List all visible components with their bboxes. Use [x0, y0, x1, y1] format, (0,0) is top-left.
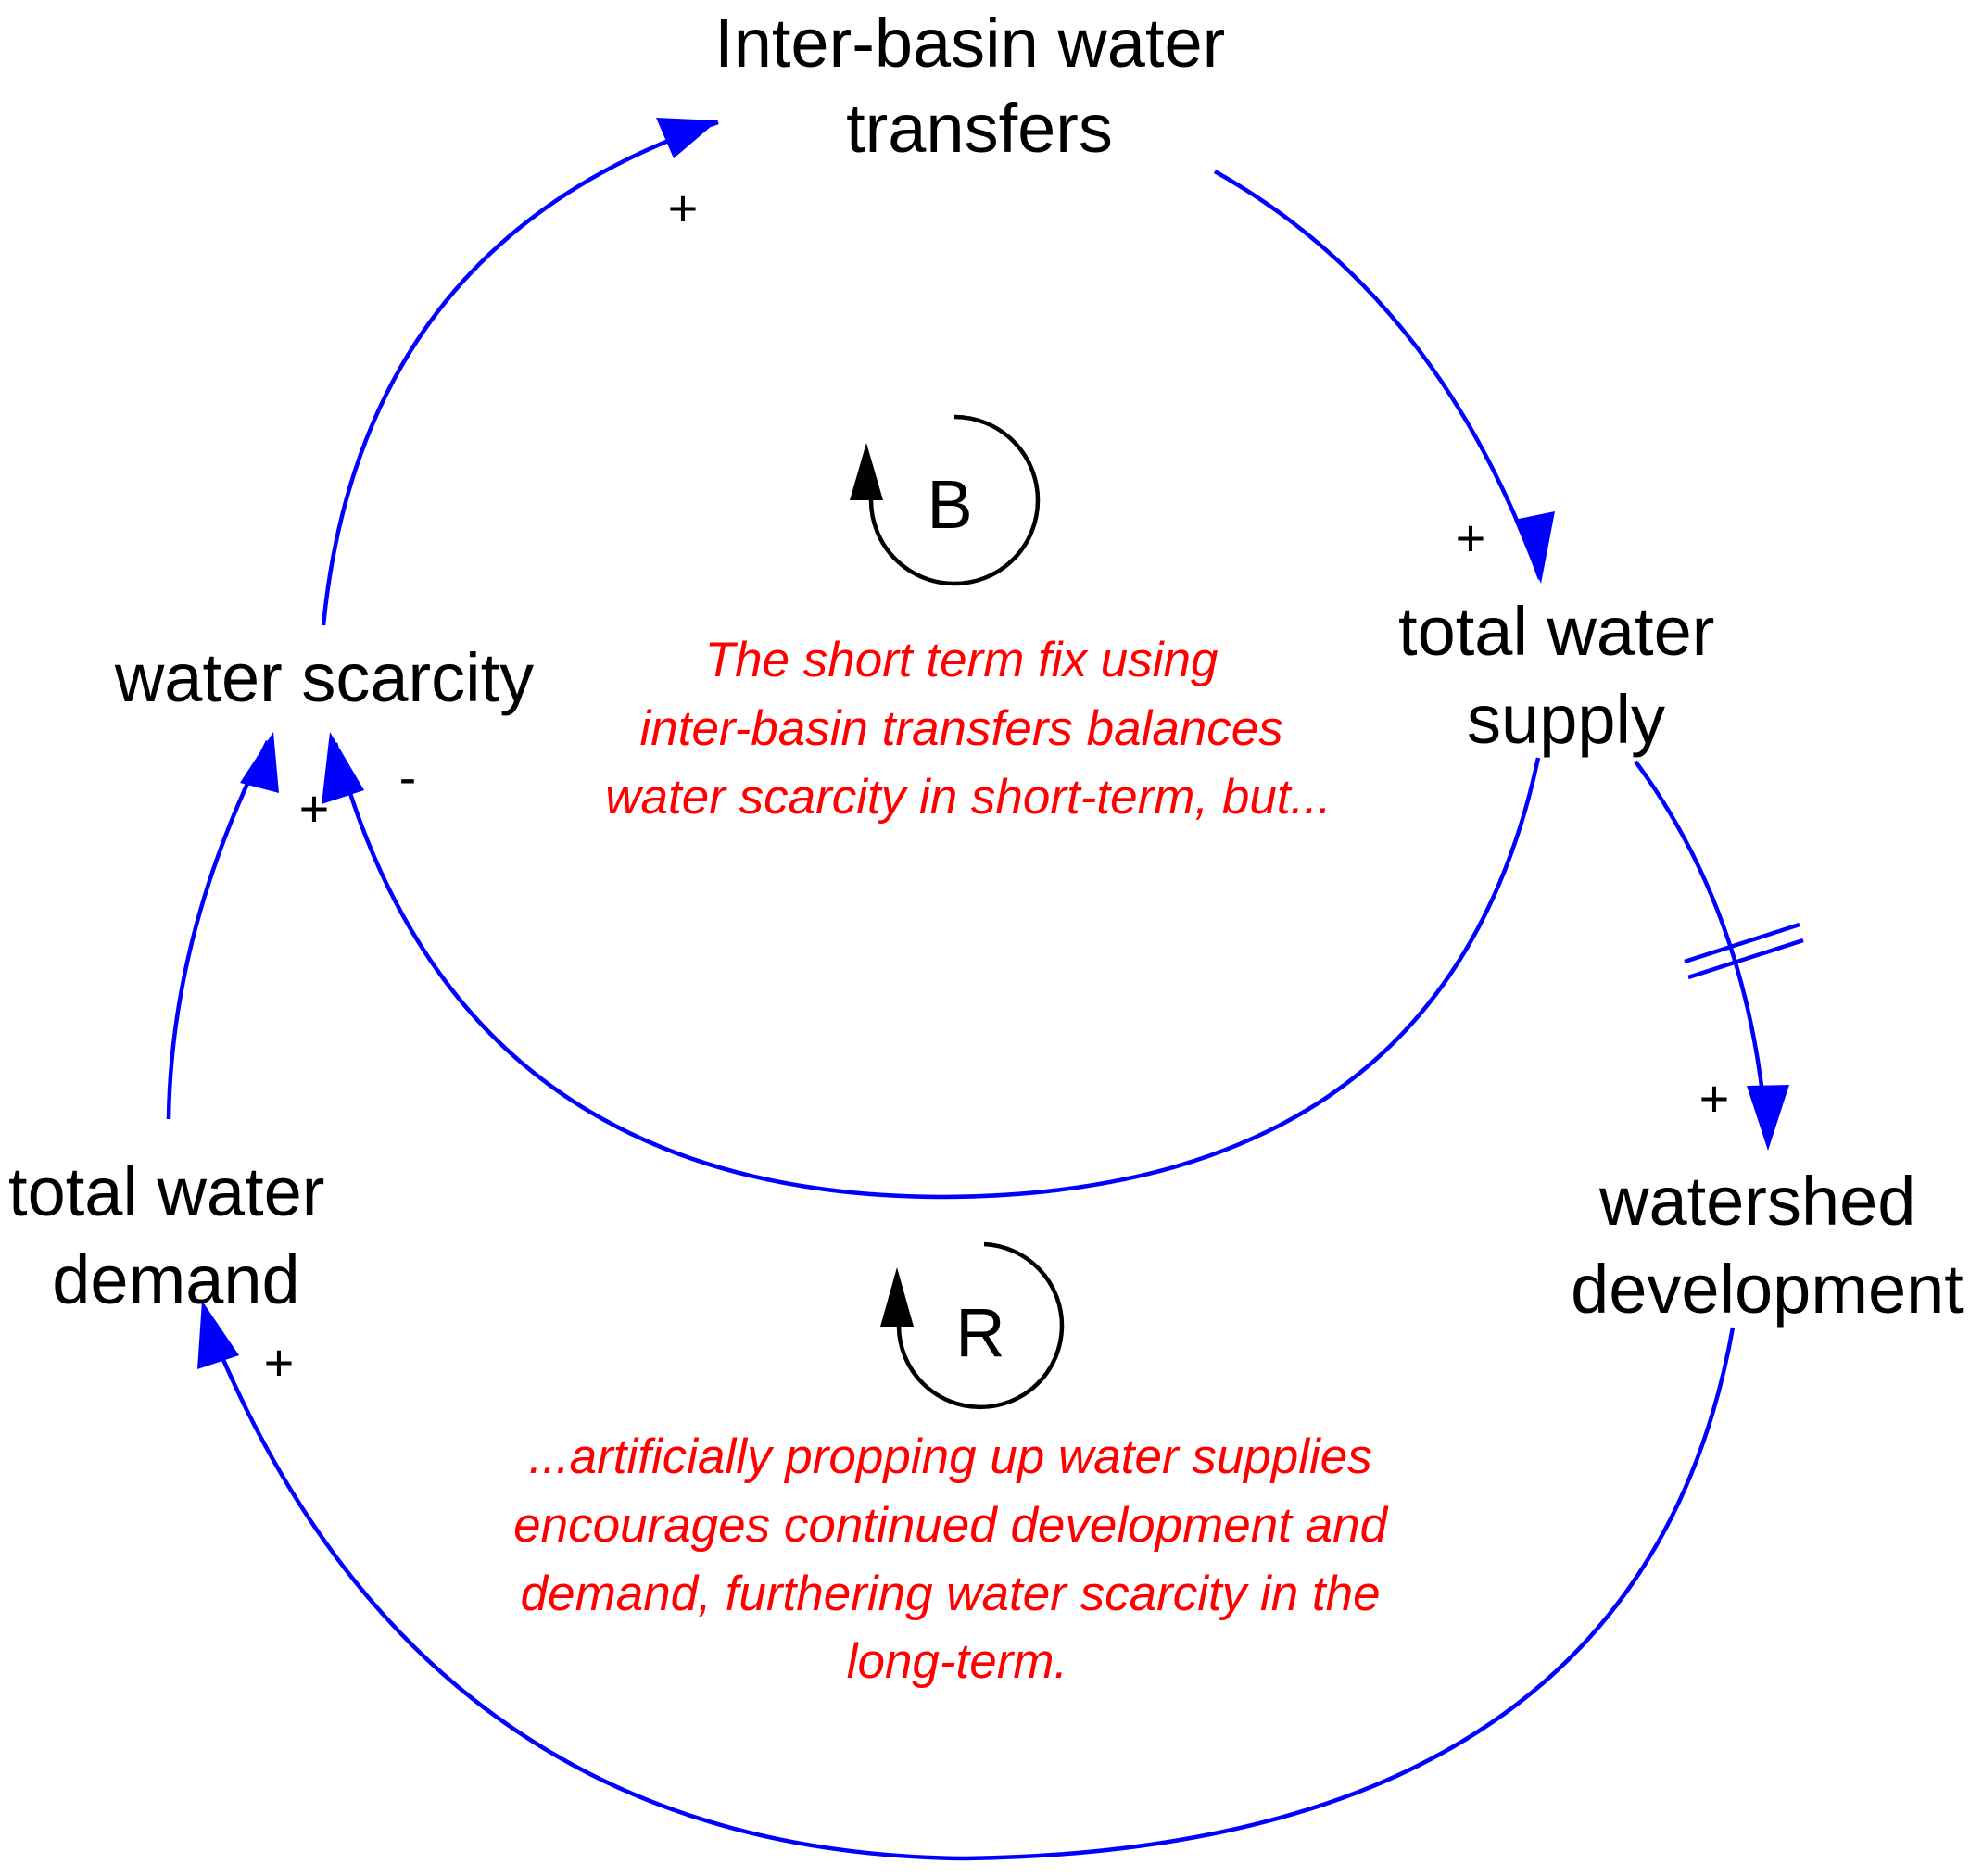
- delay-mark-2: [1687, 938, 1804, 980]
- loop-arc-balancing: [868, 414, 1041, 586]
- polarity-supply-to-watershed: +: [1699, 1069, 1730, 1127]
- node-water-scarcity: water scarcity: [114, 639, 534, 716]
- loop-arrowhead-reinforcing: [880, 1267, 914, 1327]
- node-watershed-development: watershed development: [1571, 1163, 1964, 1328]
- node-total-water-supply: total water supply: [1398, 593, 1734, 758]
- arrowhead-scarcity-minus: [322, 732, 364, 804]
- polarity-interbasin-to-supply: +: [1456, 509, 1486, 567]
- link-supply-to-scarcity: [333, 742, 1541, 1200]
- loop-label-reinforcing: R: [955, 1294, 1004, 1371]
- arrowhead-demand: [197, 1301, 239, 1369]
- link-interbasin-to-supply: [1213, 170, 1543, 580]
- link-demand-to-scarcity: [166, 739, 271, 1120]
- polarity-demand-to-scarcity: +: [299, 779, 330, 837]
- node-total-water-demand: total water demand: [8, 1153, 344, 1318]
- loop-arrowhead-balancing: [850, 443, 883, 500]
- node-interbasin-water-transfers: Inter-basin water transfers: [714, 5, 1244, 167]
- loop-arc-reinforcing: [896, 1241, 1065, 1410]
- polarity-supply-to-scarcity: -: [399, 748, 417, 806]
- loop-label-balancing: B: [927, 466, 972, 543]
- polarity-scarcity-to-interbasin: +: [668, 179, 699, 237]
- arrowhead-supply: [1514, 511, 1555, 584]
- arrowhead-interbasin: [656, 118, 718, 158]
- link-watershed-to-demand: [203, 1316, 1736, 1861]
- delay-mark-1: [1684, 922, 1800, 964]
- note-balancing: The short term fix using inter-basin tra…: [605, 633, 1331, 825]
- polarity-watershed-to-demand: +: [264, 1333, 295, 1391]
- arrowhead-scarcity-plus: [240, 732, 279, 793]
- note-reinforcing: ...artificially propping up water suppli…: [513, 1429, 1401, 1689]
- arrowhead-watershed: [1747, 1085, 1789, 1151]
- link-supply-to-watershed: [1634, 760, 1770, 1142]
- link-scarcity-to-interbasin: [321, 120, 719, 626]
